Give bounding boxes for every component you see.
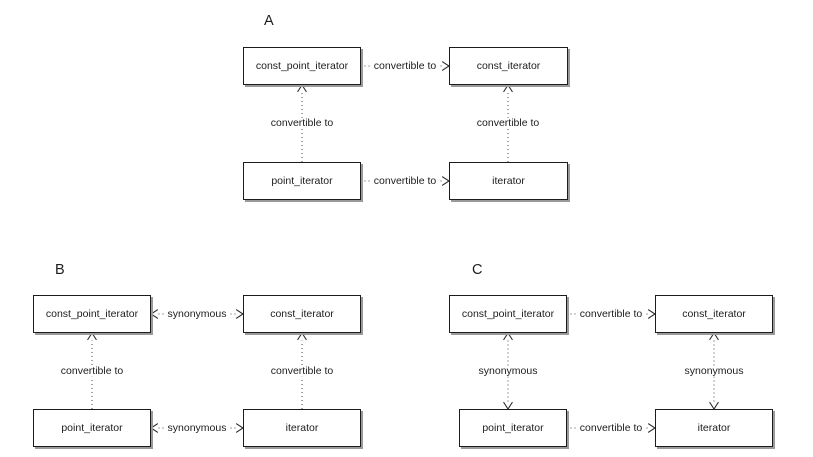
node-label: point_iterator xyxy=(61,421,123,434)
node-label: point_iterator xyxy=(271,174,333,187)
edge-label: synonymous xyxy=(682,364,746,377)
panel-label-a: A xyxy=(264,13,274,29)
edge-label: synonymous xyxy=(476,364,540,377)
node-box-point-iterator[interactable]: point_iterator xyxy=(459,409,567,447)
node-label: const_iterator xyxy=(270,307,334,320)
node-box-const-iterator[interactable]: const_iterator xyxy=(449,47,568,85)
node-box-const-point-iterator[interactable]: const_point_iterator xyxy=(449,295,567,333)
edge-label: convertible to xyxy=(577,307,645,320)
edge-label: convertible to xyxy=(371,174,439,187)
node-box-const-iterator[interactable]: const_iterator xyxy=(655,295,773,333)
edge-label: convertible to xyxy=(577,421,645,434)
node-box-point-iterator[interactable]: point_iterator xyxy=(243,162,361,200)
node-label: iterator xyxy=(285,421,319,434)
node-box-iterator[interactable]: iterator xyxy=(449,162,568,200)
node-box-iterator[interactable]: iterator xyxy=(655,409,773,447)
node-box-point-iterator[interactable]: point_iterator xyxy=(33,409,151,447)
node-label: const_point_iterator xyxy=(255,59,349,72)
panel-label-b: B xyxy=(55,262,65,278)
edge-label: convertible to xyxy=(58,364,126,377)
node-label: const_iterator xyxy=(682,307,746,320)
edge-label: synonymous xyxy=(165,421,229,434)
node-label: const_iterator xyxy=(476,59,541,72)
edge-label: convertible to xyxy=(371,59,439,72)
node-label: iterator xyxy=(697,421,731,434)
node-box-const-iterator[interactable]: const_iterator xyxy=(243,295,361,333)
node-box-const-point-iterator[interactable]: const_point_iterator xyxy=(33,295,151,333)
node-box-iterator[interactable]: iterator xyxy=(243,409,361,447)
edge-label: convertible to xyxy=(268,364,336,377)
node-label: iterator xyxy=(492,174,525,187)
node-label: point_iterator xyxy=(482,421,544,434)
panel-label-c: C xyxy=(472,262,483,278)
edge-label: convertible to xyxy=(474,116,542,129)
edge-label: synonymous xyxy=(165,307,229,320)
node-box-const-point-iterator[interactable]: const_point_iterator xyxy=(243,47,361,85)
node-label: const_point_iterator xyxy=(461,307,555,320)
edge-label: convertible to xyxy=(268,116,336,129)
node-label: const_point_iterator xyxy=(45,307,139,320)
